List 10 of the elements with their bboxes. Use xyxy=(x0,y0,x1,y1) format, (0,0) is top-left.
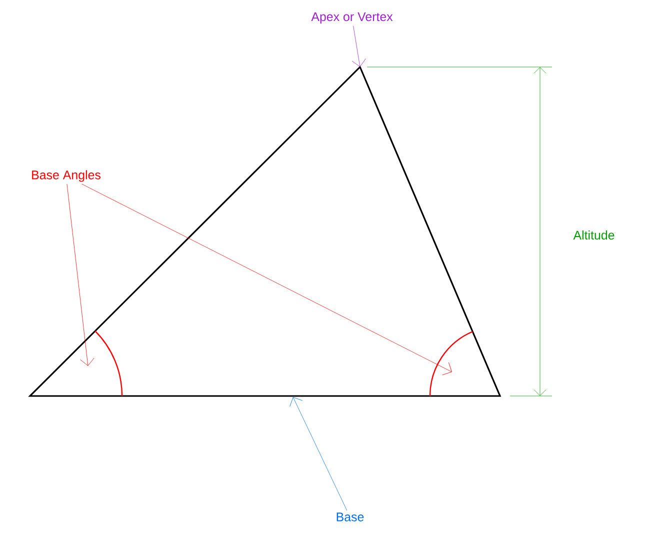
callout-label: Apex or Vertex xyxy=(311,12,393,24)
dimension-label: Altitude xyxy=(573,230,614,240)
angle-arc xyxy=(429,331,473,396)
leader-line xyxy=(352,26,366,67)
callout-label: Base xyxy=(336,512,364,522)
leader-line xyxy=(66,184,94,366)
leader-line xyxy=(290,397,348,511)
callout-label: Base Angles xyxy=(32,170,100,182)
angle-arc xyxy=(94,330,123,396)
leader-line xyxy=(82,184,452,376)
